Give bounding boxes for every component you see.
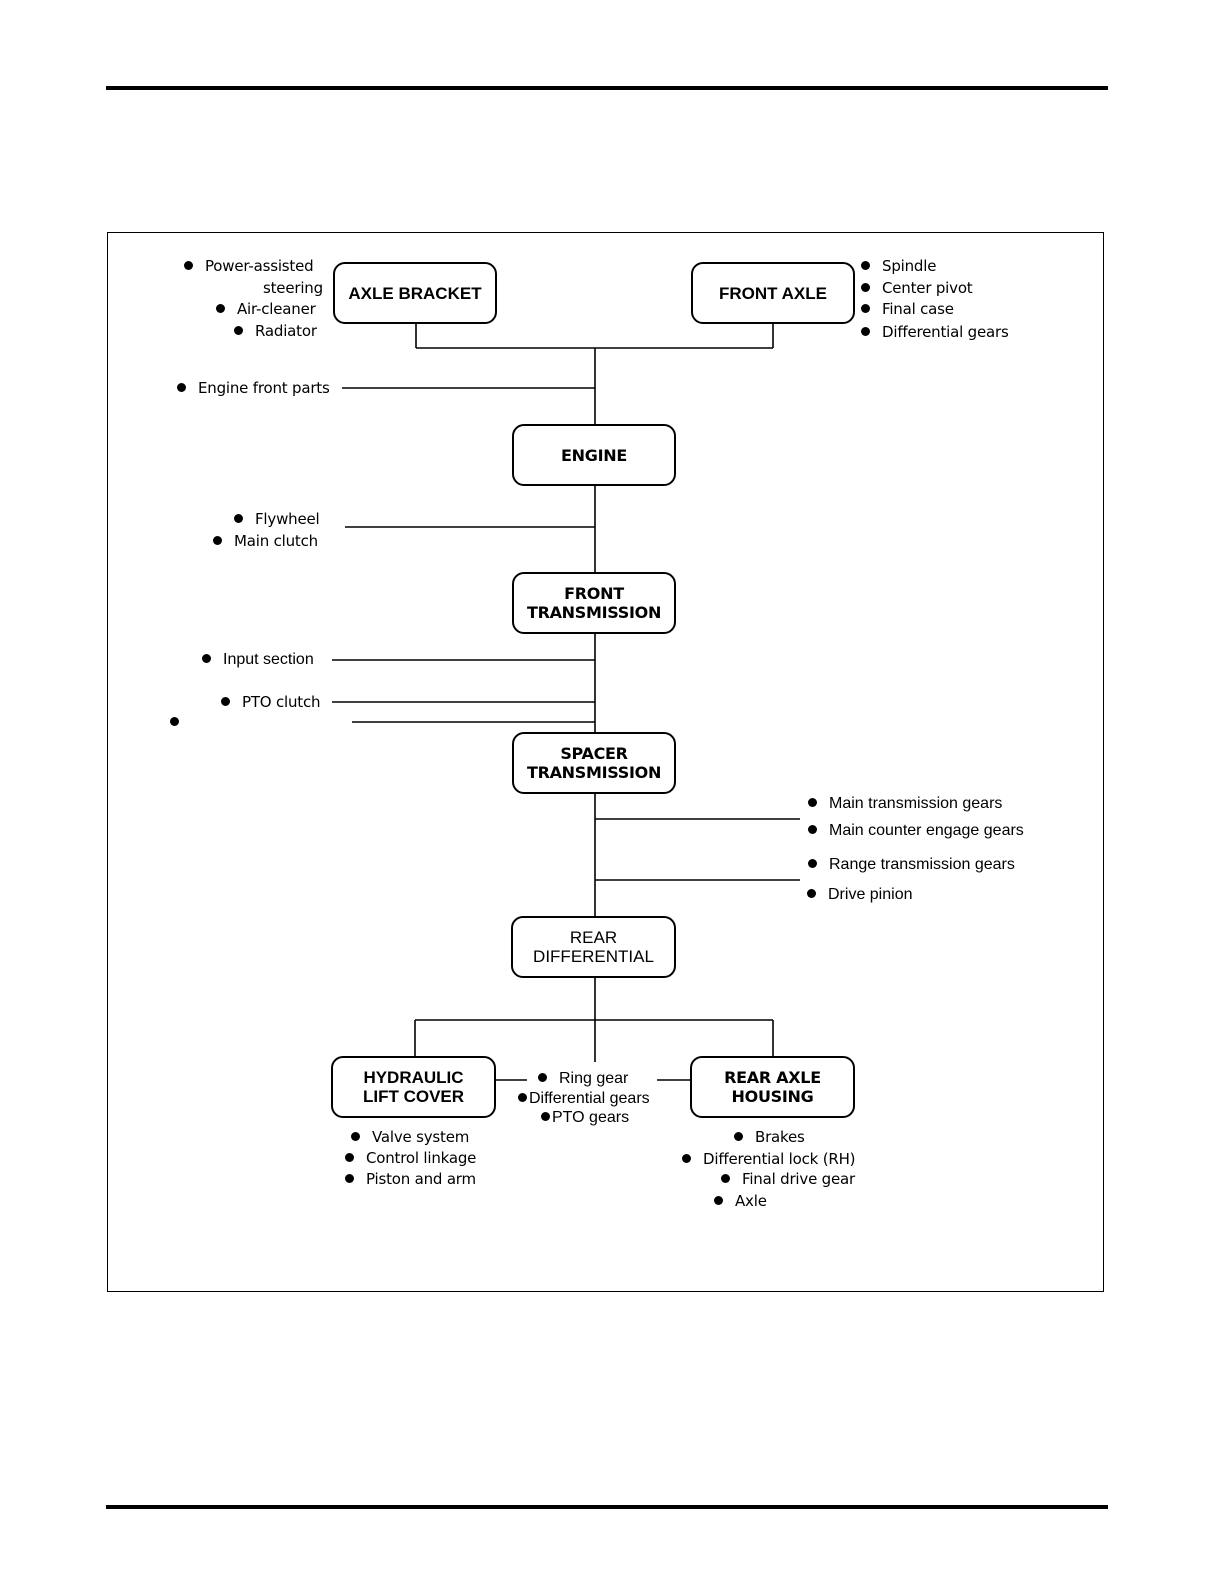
bullet-icon bbox=[808, 859, 817, 869]
rear-differential-label-line1: REAR bbox=[569, 928, 618, 947]
bullet-icon bbox=[721, 1174, 730, 1183]
bullet-icon bbox=[351, 1132, 360, 1141]
bullet-icon bbox=[184, 261, 193, 270]
rear-axle-housing-box: REAR AXLE HOUSING bbox=[690, 1056, 855, 1118]
list-item: Input section bbox=[202, 651, 314, 669]
list-item: Final drive gear bbox=[721, 1170, 855, 1188]
list-item: Main clutch bbox=[213, 532, 318, 550]
bullet-icon bbox=[345, 1153, 354, 1162]
list-item: Ring gear bbox=[538, 1070, 628, 1088]
list-item: Final case bbox=[861, 300, 954, 318]
list-item: Differential lock (RH) bbox=[682, 1150, 856, 1168]
bullet-icon bbox=[861, 283, 870, 292]
bullet-icon bbox=[861, 261, 870, 270]
front-transmission-label-line1: FRONT bbox=[564, 584, 624, 603]
bullet-icon bbox=[213, 536, 222, 545]
engine-label: ENGINE bbox=[561, 445, 627, 465]
list-item: Main transmission gears bbox=[808, 795, 1002, 813]
list-item: PTO clutch bbox=[221, 693, 321, 711]
bullet-icon bbox=[177, 383, 186, 392]
list-item: steering bbox=[263, 279, 323, 297]
list-item: Flywheel bbox=[234, 510, 320, 528]
bullet-icon bbox=[518, 1093, 527, 1103]
front-transmission-box: FRONT TRANSMISSION bbox=[512, 572, 676, 634]
list-item: Air-cleaner bbox=[216, 300, 316, 318]
spacer-transmission-label-line2: TRANSMISSION bbox=[526, 763, 662, 782]
hydraulic-lift-cover-label-line2: LIFT COVER bbox=[362, 1087, 465, 1106]
list-item: Main counter engage gears bbox=[808, 822, 1024, 840]
top-rule bbox=[106, 86, 1108, 90]
list-item: Valve system bbox=[351, 1128, 469, 1146]
bullet-icon bbox=[808, 798, 817, 808]
bottom-rule bbox=[106, 1505, 1108, 1509]
diagram-frame bbox=[107, 232, 1104, 1292]
list-item: Engine front parts bbox=[177, 379, 330, 397]
rear-differential-label-line2: DIFFERENTIAL bbox=[533, 947, 654, 966]
bullet-icon bbox=[170, 717, 179, 727]
list-item: PTO gears bbox=[541, 1109, 629, 1127]
bullet-icon bbox=[861, 327, 870, 336]
spacer-transmission-label-line1: SPACER bbox=[560, 744, 628, 763]
list-item: Center pivot bbox=[861, 279, 973, 297]
front-axle-box: FRONT AXLE bbox=[691, 262, 855, 324]
list-item: Spindle bbox=[861, 257, 936, 275]
list-item: Drive pinion bbox=[807, 886, 912, 904]
list-item: Piston and arm bbox=[345, 1170, 476, 1188]
engine-box: ENGINE bbox=[512, 424, 676, 486]
bullet-icon bbox=[682, 1154, 691, 1163]
list-item: Control linkage bbox=[345, 1149, 476, 1167]
rear-axle-housing-label-line2: HOUSING bbox=[731, 1087, 814, 1106]
list-item: Differential gears bbox=[518, 1090, 650, 1108]
bullet-icon bbox=[538, 1073, 547, 1083]
list-item: Brakes bbox=[734, 1128, 805, 1146]
bullet-icon bbox=[221, 697, 230, 706]
bullet-icon bbox=[345, 1174, 354, 1183]
bullet-icon bbox=[234, 326, 243, 335]
axle-bracket-label: AXLE BRACKET bbox=[348, 283, 482, 303]
hydraulic-lift-cover-label-line1: HYDRAULIC bbox=[363, 1068, 464, 1087]
hydraulic-lift-cover-box: HYDRAULIC LIFT COVER bbox=[331, 1056, 496, 1118]
bullet-icon bbox=[807, 889, 816, 899]
bullet-icon bbox=[861, 304, 870, 313]
list-item: Power-assisted bbox=[184, 257, 314, 275]
list-item: Range transmission gears bbox=[808, 856, 1015, 874]
empty-list-item bbox=[170, 714, 191, 732]
list-item: Axle bbox=[714, 1192, 767, 1210]
list-item: Radiator bbox=[234, 322, 317, 340]
list-item: Differential gears bbox=[861, 323, 1009, 341]
rear-differential-box: REAR DIFFERENTIAL bbox=[511, 916, 676, 978]
bullet-icon bbox=[714, 1196, 723, 1205]
bullet-icon bbox=[541, 1112, 550, 1122]
bullet-icon bbox=[808, 825, 817, 835]
bullet-icon bbox=[202, 654, 211, 664]
front-transmission-label-line2: TRANSMISSION bbox=[526, 603, 662, 622]
axle-bracket-box: AXLE BRACKET bbox=[333, 262, 497, 324]
front-axle-label: FRONT AXLE bbox=[719, 283, 827, 303]
spacer-transmission-box: SPACER TRANSMISSION bbox=[512, 732, 676, 794]
bullet-icon bbox=[234, 514, 243, 523]
bullet-icon bbox=[734, 1132, 743, 1141]
bullet-icon bbox=[216, 304, 225, 313]
rear-axle-housing-label-line1: REAR AXLE bbox=[724, 1068, 821, 1087]
